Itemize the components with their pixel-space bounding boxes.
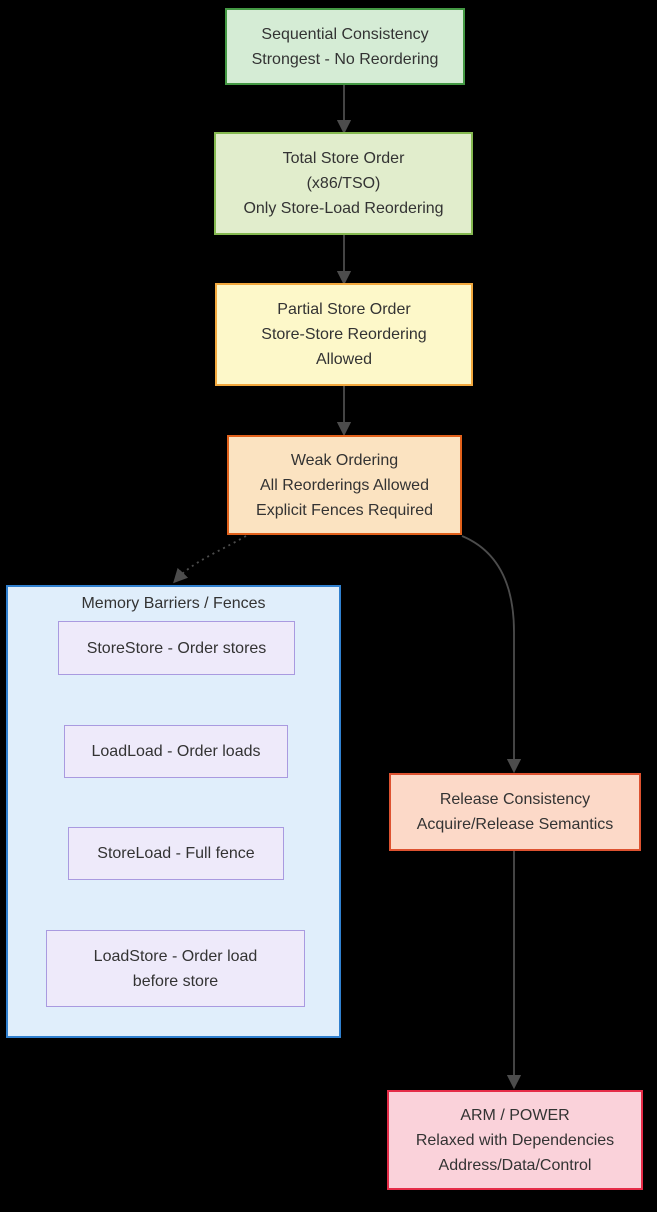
node-label-line: Store-Store Reordering — [261, 326, 427, 343]
node-label-line: Allowed — [315, 351, 373, 368]
subgraph-title: Memory Barriers / Fences — [81, 595, 266, 612]
node-label-line: Partial Store Order — [277, 301, 411, 318]
node-label-line: LoadStore - Order load — [93, 947, 258, 965]
node-loadstore-barrier: LoadStore - Order load before store — [46, 930, 305, 1007]
node-label-line: Total Store Order — [282, 150, 405, 167]
node-partial-store-order: Partial Store Order Store-Store Reorderi… — [215, 283, 473, 386]
node-label-line: Address/Data/Control — [438, 1156, 592, 1174]
node-label-line: (x86/TSO) — [306, 175, 381, 192]
node-label-line: ARM / POWER — [460, 1106, 570, 1124]
node-arm-power: ARM / POWER Relaxed with Dependencies Ad… — [387, 1090, 643, 1190]
subgraph-memory-barriers: Memory Barriers / Fences StoreStore - Or… — [6, 585, 341, 1038]
edge-weak-to-barriers — [173, 535, 247, 584]
node-label-line: All Reorderings Allowed — [260, 476, 429, 494]
node-sequential-consistency: Sequential Consistency Strongest - No Re… — [225, 8, 465, 85]
node-loadload-barrier: LoadLoad - Order loads — [64, 725, 288, 778]
node-label-line: Strongest - No Reordering — [251, 50, 439, 68]
node-weak-ordering: Weak Ordering All Reorderings Allowed Ex… — [227, 435, 462, 535]
edge-weak-to-release — [461, 535, 522, 774]
node-label-line: Explicit Fences Required — [256, 501, 433, 519]
node-release-consistency: Release Consistency Acquire/Release Sema… — [389, 773, 641, 851]
node-label-line: Release Consistency — [439, 791, 591, 808]
node-label-line: Only Store-Load Reordering — [243, 200, 444, 217]
node-label-line: Relaxed with Dependencies — [415, 1131, 615, 1149]
node-label-line: StoreStore - Order stores — [86, 639, 267, 657]
node-label-line: Weak Ordering — [290, 451, 399, 469]
node-label-line: before store — [132, 972, 219, 990]
node-label-line: Acquire/Release Semantics — [416, 816, 614, 833]
node-label-line: StoreLoad - Full fence — [97, 845, 255, 862]
node-total-store-order: Total Store Order (x86/TSO) Only Store-L… — [214, 132, 473, 235]
node-storestore-barrier: StoreStore - Order stores — [58, 621, 295, 675]
node-label-line: Sequential Consistency — [261, 25, 429, 43]
node-storeload-barrier: StoreLoad - Full fence — [68, 827, 284, 880]
node-label-line: LoadLoad - Order loads — [91, 743, 261, 760]
